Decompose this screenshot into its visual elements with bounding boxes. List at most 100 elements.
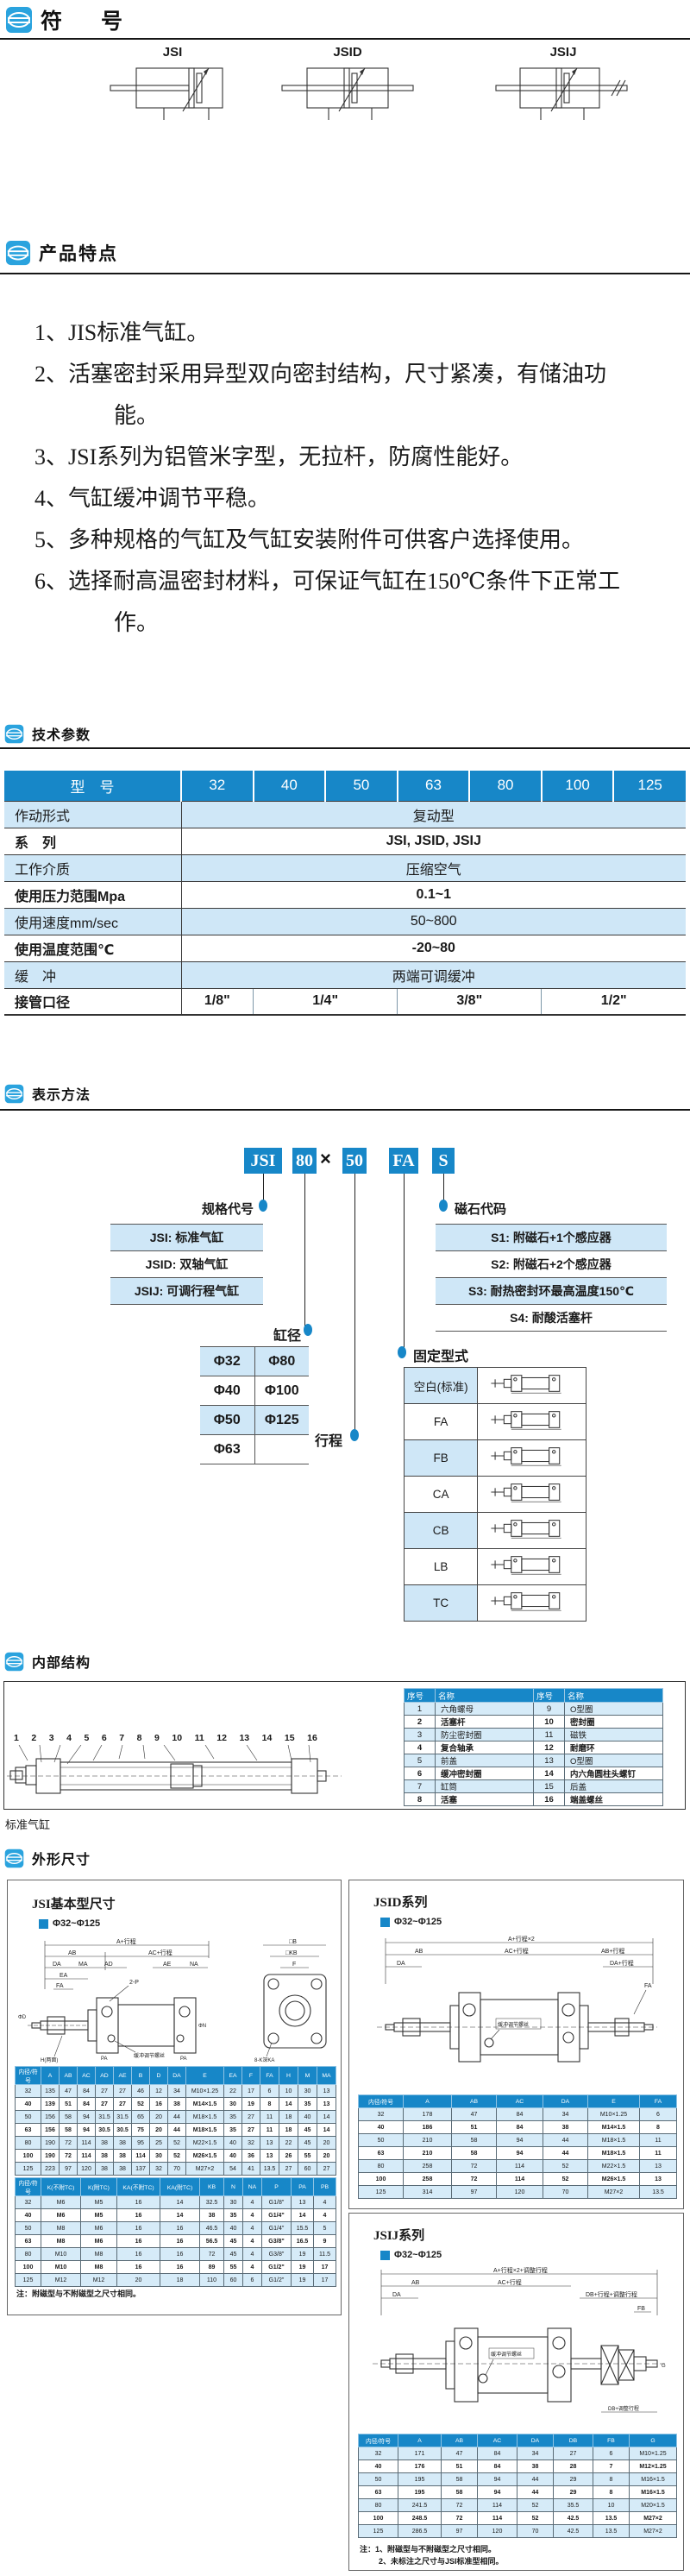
table-cell: 作动形式 [4,800,182,828]
table-cell: -20~80 [181,934,686,961]
jsid-range: Φ32~Φ125 [380,1917,442,1927]
table-cell: 8 [260,2097,279,2111]
range-bullet [380,2250,390,2260]
table-cell: 35 [223,2123,242,2137]
column-header: AB [441,2434,478,2447]
connector-line [404,1174,405,1350]
legend-dot [350,1429,359,1441]
table-cell: 70 [517,2524,554,2538]
table-cell: G1/8" [261,2195,292,2209]
cylinder-glyph [491,1592,561,1611]
magnet-code-item: S2: 附磁石+2个感应器 [436,1251,667,1278]
cylinder-glyph [491,1375,561,1394]
table-cell: 30.5 [113,2123,132,2137]
table-cell: 72 [451,2172,497,2186]
feature-item: 5、多种规格的气缸及气缸安装附件可供客户选择使用。 [34,527,585,552]
table-cell: 50 [15,2110,41,2124]
table-cell: G1/2" [261,2273,292,2287]
column-header: 序号 [404,1688,436,1703]
table-cell: 复动型 [181,800,686,828]
table-cell: 84 [496,2120,543,2134]
divider [0,747,690,749]
table-cell: 接管口径 [4,987,182,1015]
table-cell: 20 [116,2273,160,2287]
table-cell: 27 [113,2097,132,2111]
spec-code-label: 规格代号 [201,1202,254,1217]
table-cell: 8 [593,2472,630,2486]
mounting-diagram [477,1476,586,1513]
column-header: H [279,2066,298,2085]
table-cell: 94 [496,2133,543,2147]
jsij-dimension-drawing: A+行程×2+调整行程 AB AC+行程 DA DB+行程+调整行程 FB 缓冲… [373,2266,666,2413]
table-cell: 4 [242,2234,262,2248]
jsi-panel: JSI基本型尺寸 Φ32~Φ125 A+行程 AB AC+行程 DA MA AD… [7,1880,342,2315]
table-cell: 100 [358,2511,398,2525]
magnet-code-item: S1: 附磁石+1个感应器 [436,1225,667,1251]
column-header: 内径/符号 [15,2066,41,2085]
table-cell: 2 [404,1715,436,1729]
table-cell: 27 [279,2162,298,2176]
column-header: AB [59,2066,78,2085]
part-number: 16 [307,1733,317,1743]
table-cell: 32 [358,2107,404,2121]
part-number: 12 [216,1733,227,1743]
column-header: 型 号 [4,771,181,801]
magnet-code-item: S4: 耐酸活塞杆 [436,1305,667,1332]
table-cell: 195 [398,2485,442,2499]
table-cell: M12 [80,2273,117,2287]
part-number: 10 [172,1733,183,1743]
table-cell: M12×1.25 [629,2459,677,2473]
table-cell: 29 [553,2485,593,2499]
table-cell: 95 [131,2136,150,2150]
mounting-diagram [477,1439,586,1477]
table-cell: M18×1.5 [587,2146,640,2160]
section-title: 外形尺寸 [32,1853,91,1867]
connector-line [354,1174,355,1434]
feature-item: 6、选择耐高温密封材料，可保证气缸在150℃条件下正常工作。 [34,569,621,635]
table-cell: 63 [358,2146,404,2160]
table-cell: 11 [639,2146,677,2160]
mounting-type-label: FA [403,1403,479,1440]
table-cell: 45 [298,2136,317,2150]
table-cell: 52 [167,2136,186,2150]
table-cell: 35 [298,2097,317,2111]
column-header: MA [317,2066,336,2085]
table-cell: 7 [593,2459,630,2473]
mounting-type-label: 空白(标准) [403,1367,479,1404]
table-cell: 36 [242,2149,260,2163]
range-text: Φ32~Φ125 [394,2250,442,2260]
part-number: 13 [239,1733,250,1743]
column-header: AE [113,2066,132,2085]
table-cell: 135 [41,2084,60,2098]
table-cell: M5 [80,2195,117,2209]
column-header: EA [223,2066,242,2085]
table-cell: 45 [298,2123,317,2137]
column-header: DA [543,2094,588,2108]
table-cell: 171 [398,2447,442,2460]
column-header: P [261,2177,292,2196]
table-cell: 84 [477,2447,518,2460]
svg-text:FA: FA [644,1983,652,1989]
table-cell: 18 [279,2110,298,2124]
table-cell: 活塞 [435,1792,534,1806]
table-cell: 9 [313,2234,336,2248]
cylinder-glyph [491,1483,561,1502]
table-cell: 20 [149,2123,168,2137]
table-cell: 38 [113,2149,132,2163]
table-cell: 13.5 [260,2162,279,2176]
table-cell: 35 [223,2110,242,2124]
table-cell: 35.5 [553,2498,593,2512]
table-cell: M6 [80,2221,117,2235]
jsij-symbol-diagram [495,67,628,120]
table-cell: 27 [95,2084,114,2098]
bore-label: 缸径 [273,1329,301,1344]
table-cell: 44 [167,2123,186,2137]
table-cell: 17 [313,2273,336,2287]
code-box-series: JSI [244,1148,282,1174]
mounting-diagram [477,1584,586,1622]
table-cell: O型圈 [564,1702,663,1716]
table-cell: 10 [533,1715,565,1729]
column-header: FB [593,2434,630,2447]
